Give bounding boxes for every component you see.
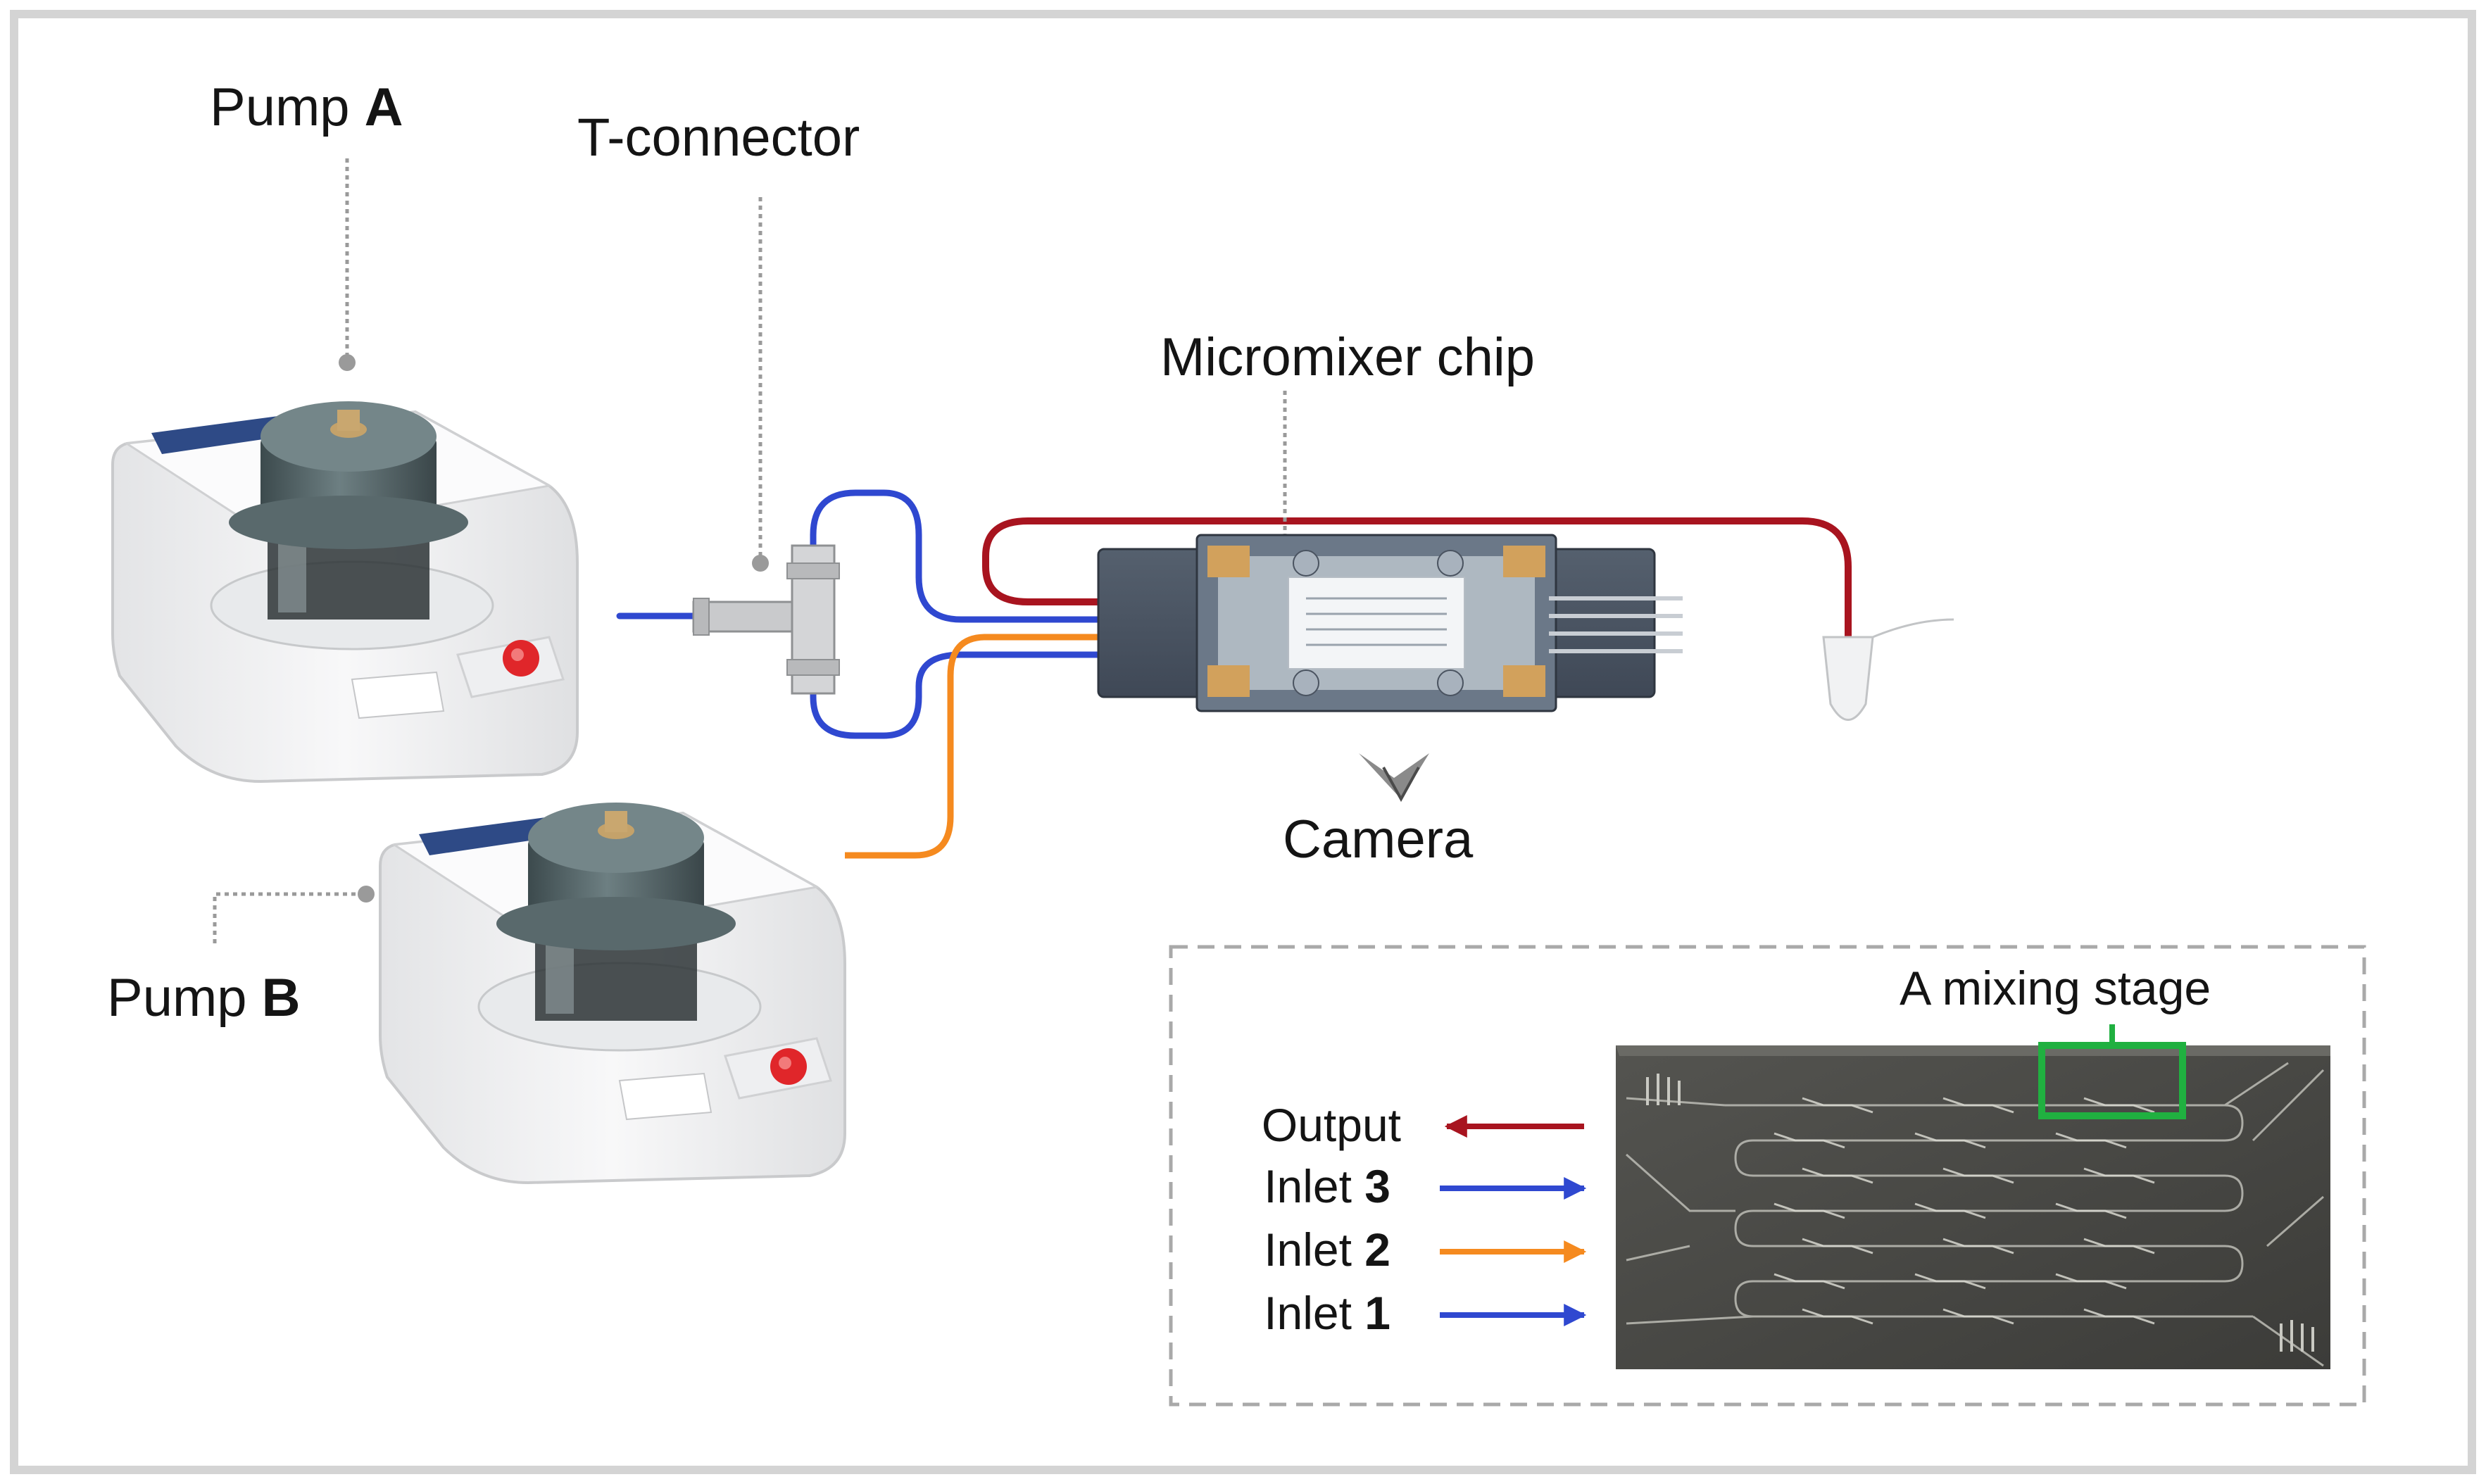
inset-dashed-box xyxy=(1169,945,2366,1407)
micromixer-chip-label: Micromixer chip xyxy=(1160,327,1536,387)
mixing-stage-label: A mixing stage xyxy=(1900,962,2211,1015)
red-tube-output xyxy=(982,517,1852,637)
legend-inlet2-label: Inlet 2 xyxy=(1211,1226,1390,1273)
pump-a-label-letter: A xyxy=(364,77,403,137)
legend-inlet1-text: Inlet xyxy=(1264,1287,1365,1339)
orange-tube-inlet2 xyxy=(845,634,1186,859)
pump-b-label-text: Pump xyxy=(107,968,262,1028)
pump-b xyxy=(213,803,846,1185)
micromixer-chip xyxy=(1097,534,1683,712)
blue-tube-inlet3 xyxy=(810,489,1186,623)
camera-icon xyxy=(1359,753,1429,803)
camera-label: Camera xyxy=(1283,810,1474,869)
t-connector-label: T-connector xyxy=(577,108,860,168)
pump-a-label-text: Pump xyxy=(210,77,365,137)
collection-tube xyxy=(1822,618,1954,721)
pump-a-label: Pump A xyxy=(210,81,403,134)
pump-b-label: Pump B xyxy=(107,971,301,1025)
t-connector xyxy=(692,544,840,695)
chip-photo xyxy=(1616,1024,2330,1369)
blue-tube-inlet1 xyxy=(810,651,1186,739)
legend-inlet1-label: Inlet 1 xyxy=(1211,1290,1390,1336)
legend-inlet2-text: Inlet xyxy=(1264,1224,1365,1276)
legend-inlet3-number: 3 xyxy=(1364,1160,1390,1212)
legend-inlet3-label: Inlet 3 xyxy=(1211,1163,1390,1209)
legend-inlet1-number: 1 xyxy=(1364,1287,1390,1339)
pump-a xyxy=(111,158,579,784)
pump-b-label-letter: B xyxy=(261,968,301,1028)
legend-inlet3-text: Inlet xyxy=(1264,1160,1365,1212)
legend-output-label: Output xyxy=(1261,1099,1401,1151)
outer-frame xyxy=(10,10,2476,1474)
legend-inlet2-number: 2 xyxy=(1364,1224,1390,1276)
